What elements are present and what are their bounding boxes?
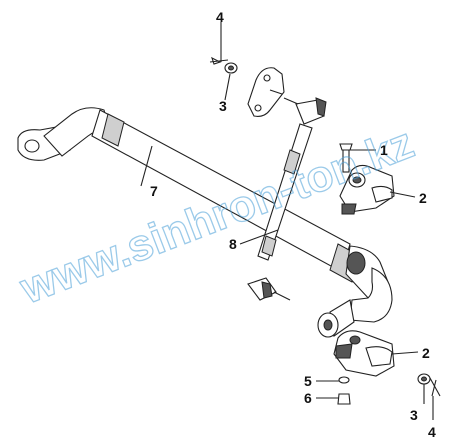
callout-3-lower: 3 bbox=[410, 407, 418, 423]
stabilizer-bar bbox=[17, 107, 393, 338]
callout-8: 8 bbox=[229, 236, 237, 252]
callout-5: 5 bbox=[304, 373, 312, 389]
lower-mount-nut bbox=[337, 393, 351, 405]
callout-3-upper: 3 bbox=[219, 98, 227, 114]
lower-nut bbox=[417, 373, 431, 385]
lower-cotter-pin bbox=[429, 377, 441, 397]
callout-2-upper: 2 bbox=[419, 190, 427, 206]
leader-lines bbox=[140, 22, 434, 420]
callout-4-lower: 4 bbox=[428, 424, 436, 440]
upper-nut bbox=[224, 62, 238, 74]
upper-cotter-pin bbox=[209, 56, 229, 65]
washer bbox=[338, 376, 350, 384]
callout-6: 6 bbox=[304, 390, 312, 406]
upper-bushing-bracket bbox=[339, 143, 395, 215]
callout-7: 7 bbox=[150, 183, 158, 199]
stabilizer-link bbox=[247, 97, 327, 301]
callout-4-upper: 4 bbox=[216, 9, 224, 25]
upper-link-bracket bbox=[247, 67, 285, 117]
callout-1: 1 bbox=[380, 142, 388, 158]
lower-bushing-bracket bbox=[333, 330, 395, 377]
callout-2-lower: 2 bbox=[422, 345, 430, 361]
